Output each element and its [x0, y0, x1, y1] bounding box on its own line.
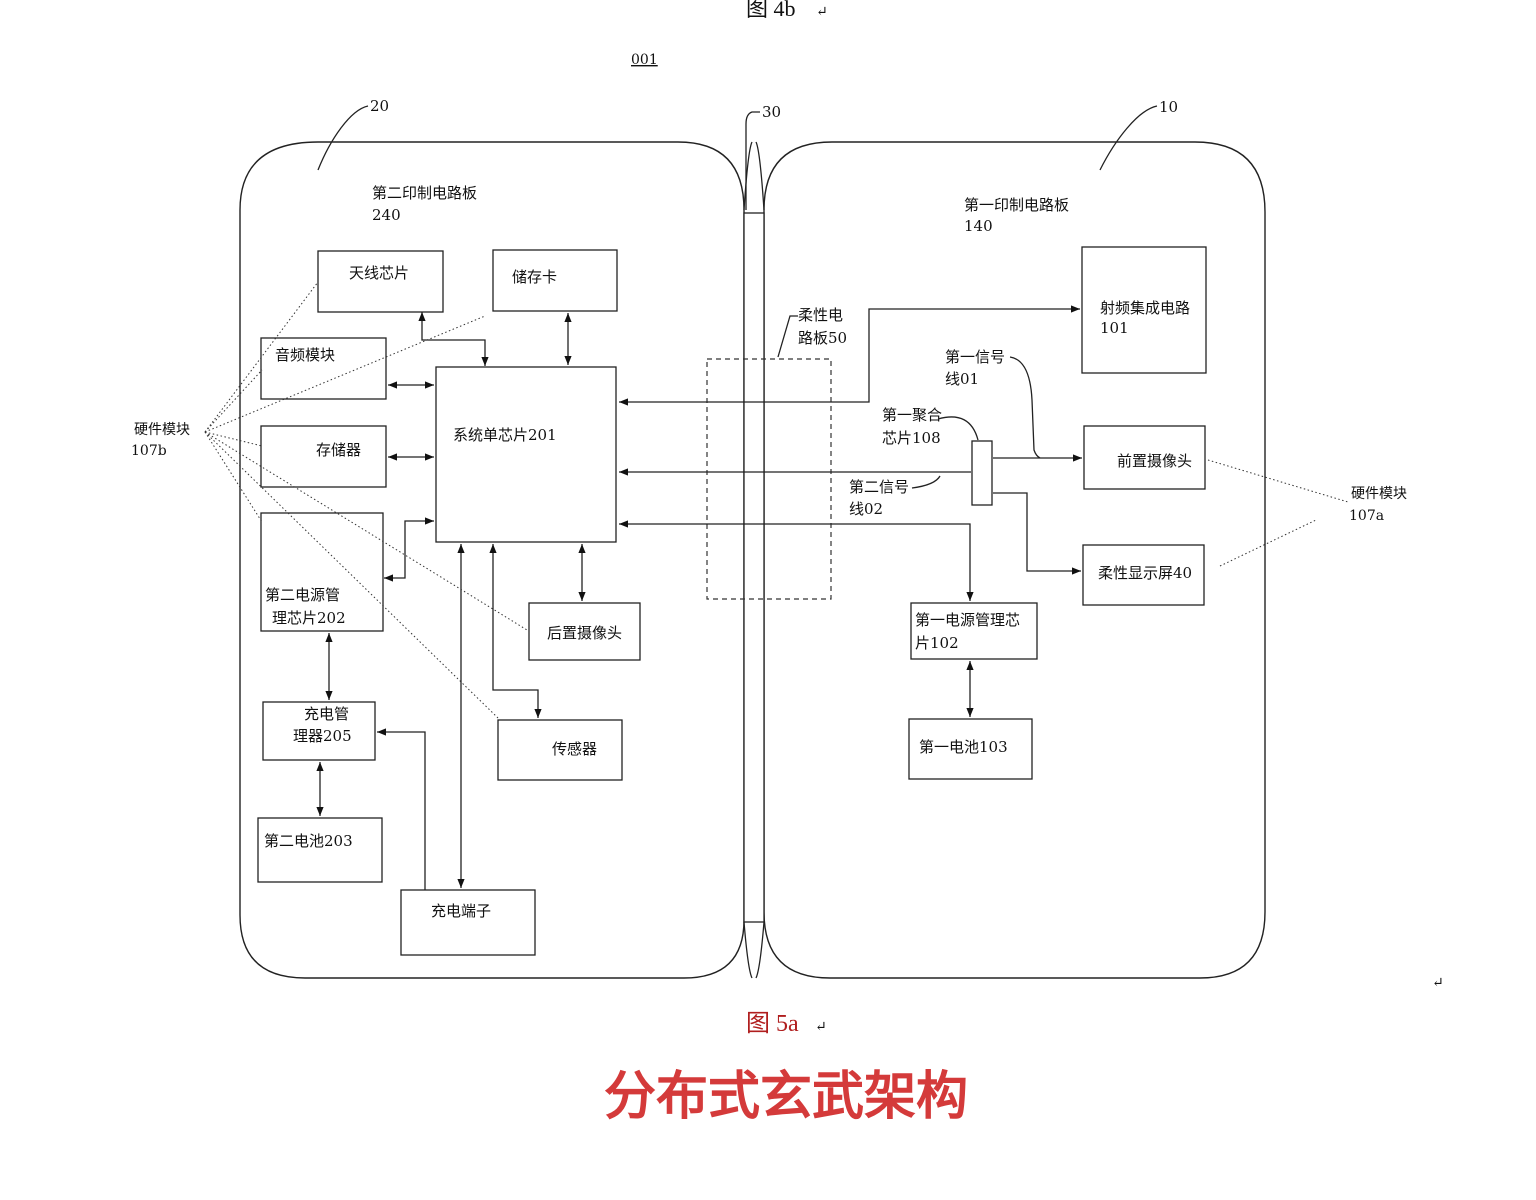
storage-card-box: [492, 249, 618, 312]
second-battery-box: [257, 817, 383, 883]
charging-port-box: [400, 889, 536, 956]
flexible-pcb-leader: [777, 315, 798, 358]
soc-sensor-link: [489, 544, 542, 718]
figure-caption: 图 5a: [746, 1011, 799, 1037]
hardware-module-107b-label-1: 硬件模块: [134, 422, 190, 438]
front-camera-label: 前置摄像头: [1117, 452, 1192, 470]
aggregation-chip-label-1: 第一聚合: [882, 406, 942, 424]
hardware-module-107b-pointers: [204, 281, 528, 719]
hinge-connector: [743, 212, 765, 923]
audio-module-box: [260, 337, 387, 400]
first-aggregation-chip: [971, 440, 993, 506]
previous-figure-caption: 图 4b: [746, 0, 796, 21]
second-pmic-label-1: 第二电源管: [265, 586, 340, 604]
second-pcb-label: 第二印制电路板: [372, 184, 477, 202]
hardware-module-107b-label-2: 107b: [131, 443, 167, 459]
reference-30: 30: [762, 103, 781, 121]
second-pmic-label-2: 理芯片202: [272, 609, 346, 627]
memory-label: 存储器: [316, 441, 361, 459]
antenna-soc-link: [421, 330, 489, 366]
first-battery-box: [908, 718, 1033, 780]
hardware-module-107a-pointers: [1207, 459, 1349, 567]
second-pcb-panel: [239, 141, 745, 979]
second-pmic-box: [260, 512, 384, 632]
page-return-mark: ↵: [1432, 975, 1444, 991]
first-pmic-label-2: 片102: [915, 634, 959, 652]
charge-manager-label-1: 充电管: [304, 705, 349, 723]
first-pmic-label-1: 第一电源管理芯: [915, 611, 1020, 629]
rear-camera-box: [528, 602, 641, 661]
return-mark: ↵: [816, 4, 828, 20]
rf-ic-box: [1081, 246, 1207, 374]
architecture-title: 分布式玄武架构: [604, 1067, 968, 1127]
antenna-chip-label: 天线芯片: [349, 264, 409, 282]
leader-30: [745, 111, 760, 210]
flexible-pcb-region: [706, 358, 832, 600]
second-battery-label: 第二电池203: [264, 832, 353, 850]
flexible-display-box: [1082, 544, 1205, 606]
second-pcb-number: 240: [372, 206, 401, 224]
audio-module-label: 音频模块: [275, 346, 335, 364]
system-on-chip-box: [435, 366, 617, 543]
hinge-curves: [743, 141, 765, 979]
reference-001: 001: [631, 52, 658, 68]
charging-port-label: 充电端子: [431, 902, 491, 920]
second-signal-line-label-2: 线02: [849, 500, 883, 518]
flexible-display-label: 柔性显示屏40: [1098, 564, 1192, 582]
first-pcb-label: 第一印制电路板: [964, 196, 1069, 214]
aggregation-display-link: [993, 492, 1081, 575]
charge-manager-label-2: 理器205: [293, 727, 352, 745]
first-pcb-number: 140: [964, 217, 993, 235]
charge-manager-box: [262, 701, 376, 761]
first-signal-line-label-2: 线01: [945, 370, 979, 388]
hardware-module-107a-label-2: 107a: [1349, 508, 1384, 524]
soc-rf-link: [619, 305, 1080, 406]
antenna-chip-box: [317, 250, 444, 313]
figure-return-mark: ↵: [815, 1019, 827, 1035]
flexible-pcb-label-2: 路板50: [798, 329, 847, 347]
aggregation-chip-label-2: 芯片108: [882, 429, 941, 447]
second-signal-line-leader: [911, 475, 941, 489]
storage-card-label: 储存卡: [512, 268, 557, 286]
rear-camera-label: 后置摄像头: [547, 624, 622, 642]
memory-box: [260, 425, 387, 488]
hardware-module-107a-label-1: 硬件模块: [1351, 486, 1407, 502]
first-pmic-box: [910, 602, 1038, 660]
first-battery-label: 第一电池103: [919, 738, 1008, 756]
pmic-soc-link: [384, 517, 434, 582]
port-charger-link: [377, 728, 426, 890]
rf-ic-label-2: 101: [1100, 319, 1129, 337]
sensor-label: 传感器: [552, 740, 597, 758]
sensor-box: [497, 719, 623, 781]
first-signal-line-label-1: 第一信号: [945, 348, 1005, 366]
soc-first-pmic-link: [619, 520, 974, 601]
leader-20: [317, 105, 369, 171]
rf-ic-label-1: 射频集成电路: [1100, 299, 1190, 317]
first-signal-line-leader: [1009, 356, 1041, 459]
leader-10: [1099, 105, 1158, 171]
second-signal-line-label-1: 第二信号: [849, 478, 909, 496]
flexible-pcb-label-1: 柔性电: [798, 306, 843, 324]
reference-20: 20: [370, 97, 389, 115]
reference-10: 10: [1159, 98, 1178, 116]
system-on-chip-label: 系统单芯片201: [453, 426, 557, 444]
aggregation-chip-leader: [937, 416, 979, 441]
front-camera-box: [1083, 425, 1206, 490]
first-pcb-panel: [763, 141, 1266, 979]
